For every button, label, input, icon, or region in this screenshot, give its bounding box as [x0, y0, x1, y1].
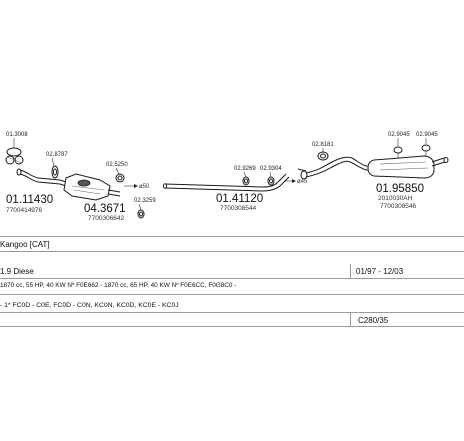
part-5-clamp: 02.5250	[106, 162, 128, 183]
part-12-clamp: 02.8181	[312, 142, 334, 161]
part-13-code: 02.9045	[388, 132, 410, 138]
part-4-oem: 7700306642	[88, 215, 125, 222]
part-9-clamp: 02.9269	[234, 166, 256, 186]
part-3-front-pipe: 01.11430 7700414976	[6, 168, 61, 214]
connector-clamp	[297, 168, 308, 180]
part-3-oem: 7700414976	[6, 207, 43, 214]
part-15-rear-silencer: 01.95850 2010030AH 7700308546	[305, 155, 449, 210]
part-1-clamp: 01.3008	[5, 132, 28, 165]
part-3-number: 01.11430	[6, 194, 53, 206]
part-13-hanger: 02.9045	[388, 132, 410, 158]
part-2-gasket: 02.8787	[46, 152, 68, 179]
part-6-code: 02.3259	[134, 198, 156, 204]
part-10-clamp: 02.9304	[260, 166, 282, 186]
part-8-intermediate-pipe: 01.41120 7700308544	[163, 173, 290, 212]
part-14-hanger: 02.9045	[416, 132, 438, 156]
part-5-code: 02.5250	[106, 162, 128, 168]
part-10-code: 02.9304	[260, 166, 282, 172]
part-15-code-a: 2010030AH	[378, 195, 413, 202]
part-11-diameter: ø45	[284, 179, 308, 185]
part-7-diameter: ø50	[124, 184, 150, 190]
part-6-clamp: 02.3259	[134, 198, 156, 219]
part-15-number: 01.95850	[376, 183, 424, 195]
part-2-code: 02.8787	[46, 152, 68, 158]
part-4-number: 04.3671	[84, 203, 126, 215]
part-11-label: ø45	[297, 179, 308, 185]
part-9-code: 02.9269	[234, 166, 256, 172]
part-1-code: 01.3008	[6, 132, 28, 138]
part-8-number: 01.41120	[216, 193, 263, 205]
part-15-oem: 7700308546	[380, 203, 417, 210]
part-4-catalytic-converter: 04.3671 7700306642	[59, 173, 126, 222]
part-14-code: 02.9045	[416, 132, 438, 138]
part-7-label: ø50	[139, 184, 150, 190]
part-8-oem: 7700308544	[220, 205, 257, 212]
part-12-code: 02.8181	[312, 142, 334, 148]
